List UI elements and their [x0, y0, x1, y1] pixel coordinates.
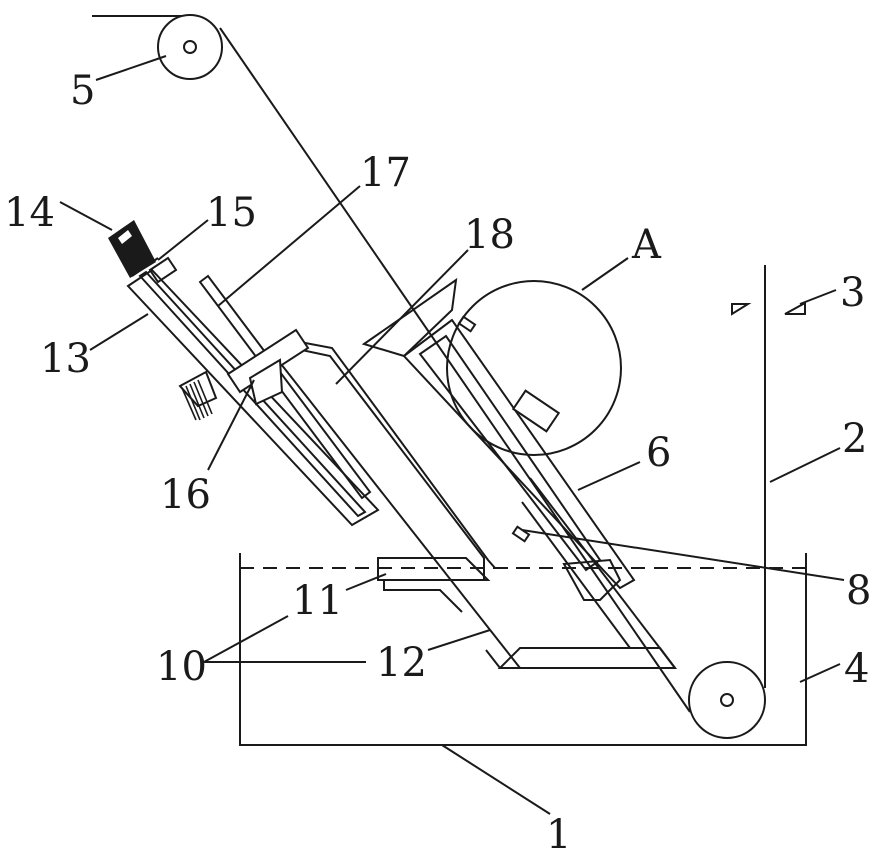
- label-17: 17: [360, 150, 411, 196]
- label-16: 16: [160, 472, 211, 518]
- marker-left: [731, 303, 752, 316]
- inclined-tube: [402, 315, 636, 601]
- thin-plate: [198, 274, 372, 500]
- detail-circle: [446, 280, 622, 456]
- label-12: 12: [376, 640, 427, 686]
- inclined-rod: [108, 220, 380, 527]
- diagonal-wire: [219, 27, 691, 713]
- slider-piece: [377, 557, 491, 613]
- leader-lines: [59, 55, 845, 815]
- funnel: [361, 277, 458, 358]
- label-3: 3: [840, 270, 865, 316]
- label-1: 1: [546, 812, 571, 858]
- brush-attachment: [178, 370, 218, 421]
- label-18: 18: [464, 212, 515, 258]
- label-11: 11: [292, 578, 343, 624]
- pulley-top: [157, 14, 223, 80]
- marker-right: [784, 301, 806, 315]
- label-A: A: [631, 222, 662, 268]
- label-4: 4: [844, 646, 869, 692]
- pulley-bottom: [688, 661, 766, 739]
- label-13: 13: [40, 336, 91, 382]
- label-2: 2: [842, 416, 867, 462]
- label-10: 10: [156, 644, 207, 690]
- label-6: 6: [646, 430, 671, 476]
- label-5: 5: [70, 68, 95, 114]
- label-15: 15: [206, 190, 257, 236]
- label-14: 14: [4, 190, 55, 236]
- clamp-block: [226, 328, 310, 406]
- label-8: 8: [846, 568, 871, 614]
- tank: [239, 553, 807, 746]
